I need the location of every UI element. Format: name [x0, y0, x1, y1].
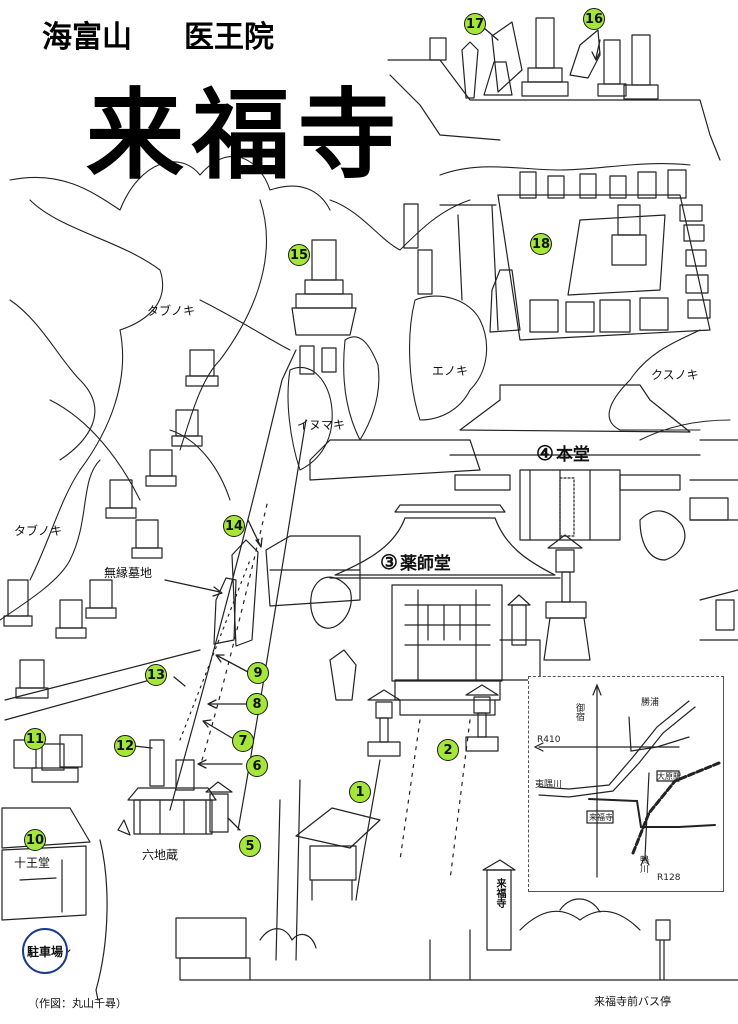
marker-13: 13 [145, 664, 167, 686]
inset-label-south: 鴨川 [638, 855, 648, 873]
marker-1: 1 [349, 781, 371, 803]
marker-2: 2 [437, 739, 459, 761]
credit-text: （作図：丸山千尋） [28, 997, 127, 1010]
bus-stop-label: 来福寺前バス停 [594, 995, 671, 1008]
left-graves [3, 349, 219, 783]
inset-label-r128: R128 [657, 873, 681, 883]
inset-label-river: 夷隅川 [535, 780, 563, 790]
hondo-label: ④ 本堂 [536, 440, 590, 466]
juodo-building [1, 807, 91, 921]
stone-lanterns [213, 534, 591, 757]
parking-marker: 駐車場 [22, 928, 68, 974]
upper-graves [387, 17, 721, 161]
temple-name-title: 来福寺 [86, 78, 405, 193]
graves-area-18 [403, 169, 711, 341]
yakushido-number: ③ [380, 549, 398, 574]
leader-arrows [133, 27, 601, 831]
tree-label-kusunoki: クスノキ [651, 368, 699, 382]
marker-5: 5 [239, 835, 261, 857]
inset-label-north-2: 勝浦 [641, 698, 660, 708]
tree-label-tabunoki-upper: タブノキ [147, 304, 196, 318]
rokujizo-shed [117, 739, 233, 836]
hondo-building [449, 384, 738, 541]
yakushido-building [329, 504, 561, 716]
stele-label: 来福寺 [494, 878, 505, 908]
inset-label-temple: 来福寺 [589, 813, 613, 822]
marker-16: 16 [583, 8, 605, 30]
yakushido-name: 薬師堂 [399, 554, 451, 574]
temple-subtitle: 医王院 [184, 20, 274, 55]
vegetation [259, 576, 601, 949]
inset-label-north-1: 御宿 [574, 703, 584, 721]
approach-paths [355, 719, 471, 901]
marker-18: 18 [530, 233, 552, 255]
marker-8: 8 [246, 693, 268, 715]
marker-9: 9 [247, 662, 269, 684]
rokujizo-label: 六地蔵 [142, 848, 179, 862]
yakushido-label: ③ 薬師堂 [380, 549, 451, 575]
inset-access-map: 御宿 勝浦 R410 夷隅川 大原駅 来福寺 鴨川 R128 [528, 676, 724, 892]
marker-11: 11 [24, 728, 46, 750]
marker-17: 17 [464, 13, 486, 35]
inset-label-r410: R410 [537, 735, 561, 745]
marker-15: 15 [288, 244, 310, 266]
juodo-label: 十王堂 [14, 856, 51, 870]
muen-bochi-label: 無縁墓地 [104, 566, 153, 580]
grave-15 [291, 239, 357, 375]
hondo-name: 本堂 [555, 445, 590, 465]
marker-12: 12 [114, 735, 136, 757]
right-side-features [499, 510, 738, 681]
mountain-name: 海富山 [42, 20, 132, 55]
tree-label-inumaki: イヌマキ [297, 418, 346, 432]
slope-path [169, 349, 307, 831]
hondo-number: ④ [536, 440, 554, 465]
marker-7: 7 [232, 730, 254, 752]
marker-6: 6 [246, 755, 268, 777]
trees-outlines [0, 155, 731, 621]
inset-roads [533, 683, 721, 878]
inset-label-station: 大原駅 [657, 772, 681, 781]
tree-label-tabunoki-lower: タブノキ [14, 524, 63, 538]
tree-label-enoki: エノキ [432, 364, 469, 378]
marker-14: 14 [223, 515, 245, 537]
marker-10: 10 [24, 829, 46, 851]
gate-shrine-1 [295, 807, 381, 901]
